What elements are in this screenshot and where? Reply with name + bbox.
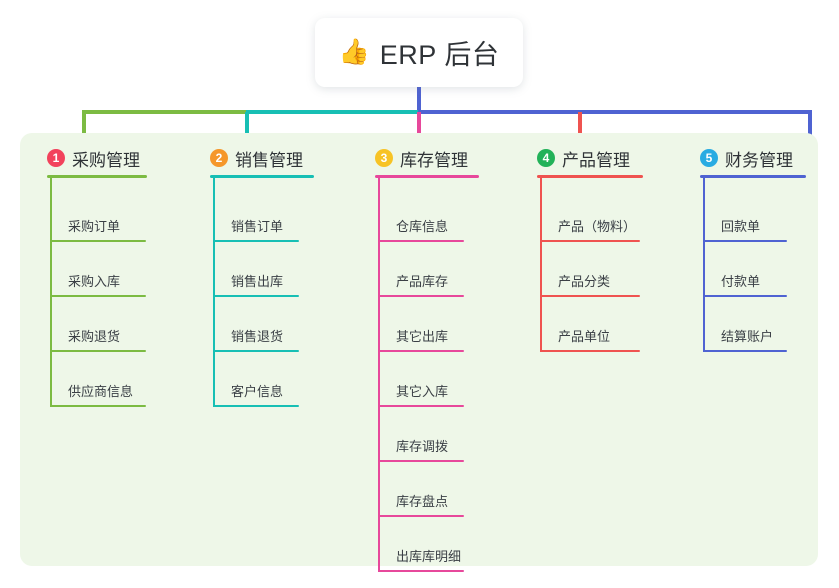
branch-item-rule: [50, 350, 146, 352]
branch-item-rule: [540, 350, 640, 352]
branch-item[interactable]: 付款单: [703, 271, 787, 297]
branch-item-rule: [213, 295, 299, 297]
branch-item-label: 其它入库: [396, 384, 449, 399]
branch-header-2[interactable]: 2 销售管理: [210, 146, 314, 170]
branch-header-5[interactable]: 5 财务管理: [700, 146, 806, 170]
branch-item[interactable]: 库存盘点: [378, 491, 464, 517]
branch-underline: [375, 175, 479, 178]
thumbs-up-icon: 👍: [338, 38, 370, 66]
diagram-panel: [20, 133, 818, 566]
branch-item-rule: [213, 240, 299, 242]
branch-item[interactable]: 销售出库: [213, 271, 299, 297]
branch-item-rule: [703, 350, 787, 352]
branch-item-rule: [378, 240, 464, 242]
branch-item-label: 其它出库: [396, 329, 449, 344]
branch-item-rule: [378, 405, 464, 407]
branch-item-label: 付款单: [721, 274, 761, 289]
branch-item[interactable]: 库存调拨: [378, 436, 464, 462]
branch-item-rule: [50, 240, 146, 242]
branch-item[interactable]: 销售退货: [213, 326, 299, 352]
branch-title: 财务管理: [725, 150, 793, 170]
branch-badge-icon: 1: [47, 149, 65, 167]
branch-badge-icon: 2: [210, 149, 228, 167]
branch-spine: [703, 178, 705, 352]
branch-spine: [378, 178, 380, 572]
branch-item-label: 回款单: [721, 219, 761, 234]
branch-column-4: 4 产品管理产品（物料） 产品分类产品单位: [537, 146, 643, 352]
branch-item-rule: [213, 405, 299, 407]
branch-item-label: 销售出库: [231, 274, 284, 289]
branch-item-rule: [540, 295, 640, 297]
branch-item-rule: [378, 460, 464, 462]
branch-item-label: 出库库明细: [396, 549, 462, 564]
branch-header-4[interactable]: 4 产品管理: [537, 146, 643, 170]
root-title: ERP 后台: [379, 40, 500, 70]
branch-title: 采购管理: [72, 150, 140, 170]
branch-underline: [700, 175, 806, 178]
branch-item-rule: [540, 240, 640, 242]
branch-spine: [540, 178, 542, 352]
branch-item[interactable]: 采购退货: [50, 326, 146, 352]
branch-item[interactable]: 其它出库: [378, 326, 464, 352]
branch-title: 销售管理: [235, 150, 303, 170]
branch-item-rule: [378, 350, 464, 352]
branch-header-1[interactable]: 1 采购管理: [47, 146, 147, 170]
branch-item[interactable]: 产品库存: [378, 271, 464, 297]
branch-item[interactable]: 产品分类: [540, 271, 640, 297]
branch-column-5: 5 财务管理回款单付款单结算账户: [700, 146, 806, 352]
branch-badge-icon: 4: [537, 149, 555, 167]
branch-item-label: 结算账户: [721, 329, 774, 344]
branch-underline: [537, 175, 643, 178]
branch-item-label: 产品单位: [558, 329, 611, 344]
branch-item-label: 仓库信息: [396, 219, 449, 234]
branch-item-label: 供应商信息: [68, 384, 134, 399]
branch-spine: [50, 178, 52, 407]
branch-item-rule: [378, 515, 464, 517]
branch-item-label: 产品（物料）: [558, 219, 637, 234]
branch-item[interactable]: 产品单位: [540, 326, 640, 352]
branch-item[interactable]: 结算账户: [703, 326, 787, 352]
branch-column-2: 2 销售管理销售订单销售出库销售退货客户信息: [210, 146, 314, 407]
branch-item-rule: [703, 240, 787, 242]
branch-item[interactable]: 回款单: [703, 216, 787, 242]
root-node[interactable]: 👍 ERP 后台: [315, 18, 523, 87]
branch-title: 产品管理: [562, 150, 630, 170]
branch-item-label: 客户信息: [231, 384, 284, 399]
branch-item-rule: [378, 295, 464, 297]
branch-item-label: 库存盘点: [396, 494, 449, 509]
branch-item-rule: [213, 350, 299, 352]
branch-item-label: 采购退货: [68, 329, 121, 344]
branch-badge-icon: 5: [700, 149, 718, 167]
branch-item[interactable]: 其它入库: [378, 381, 464, 407]
branch-item-rule: [378, 570, 464, 572]
branch-item[interactable]: 采购订单: [50, 216, 146, 242]
branch-item-label: 采购订单: [68, 219, 121, 234]
branch-title: 库存管理: [400, 150, 468, 170]
branch-item-rule: [50, 405, 146, 407]
branch-item-label: 库存调拨: [396, 439, 449, 454]
branch-item-label: 采购入库: [68, 274, 121, 289]
branch-column-3: 3 库存管理仓库信息产品库存其它出库其它入库库存调拨库存盘点出库库明细: [375, 146, 479, 572]
branch-item-label: 产品库存: [396, 274, 449, 289]
branch-item-rule: [50, 295, 146, 297]
branch-item-rule: [703, 295, 787, 297]
branch-underline: [47, 175, 147, 178]
branch-item-label: 销售退货: [231, 329, 284, 344]
branch-badge-icon: 3: [375, 149, 393, 167]
branch-item[interactable]: 采购入库: [50, 271, 146, 297]
branch-item-label: 销售订单: [231, 219, 284, 234]
branch-item[interactable]: 客户信息: [213, 381, 299, 407]
branch-header-3[interactable]: 3 库存管理: [375, 146, 479, 170]
branch-item[interactable]: 仓库信息: [378, 216, 464, 242]
branch-underline: [210, 175, 314, 178]
branch-item[interactable]: 销售订单: [213, 216, 299, 242]
branch-item[interactable]: 供应商信息: [50, 381, 146, 407]
branch-item-label: 产品分类: [558, 274, 611, 289]
branch-item[interactable]: 产品（物料）: [540, 216, 640, 242]
branch-item[interactable]: 出库库明细: [378, 546, 464, 572]
branch-spine: [213, 178, 215, 407]
branch-column-1: 1 采购管理采购订单采购入库采购退货供应商信息: [47, 146, 147, 407]
